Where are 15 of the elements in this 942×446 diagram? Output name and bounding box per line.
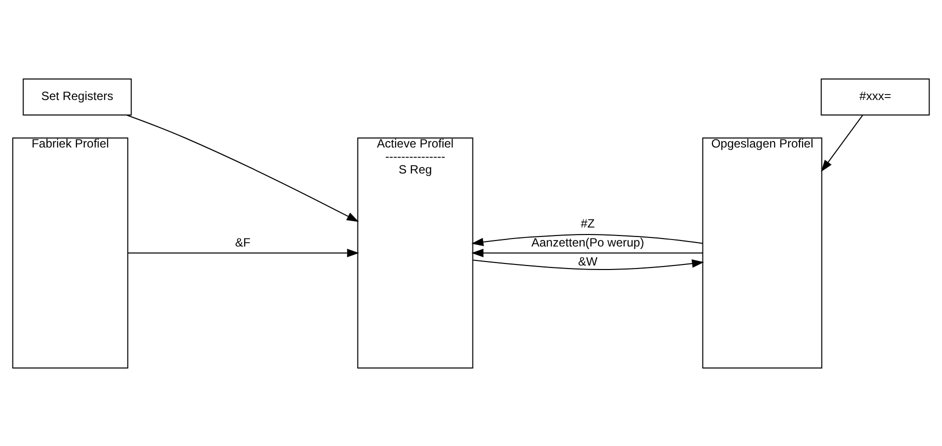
arrow — [128, 248, 360, 257]
edge-label: &W — [578, 254, 598, 268]
arrow — [472, 258, 704, 270]
arrow — [821, 114, 864, 172]
edge-label: #Z — [580, 216, 595, 230]
node-box: Fabriek Profiel — [12, 137, 128, 368]
node-box: Opgeslagen Profiel — [702, 137, 822, 368]
arrow — [471, 233, 704, 246]
arrow — [471, 248, 704, 257]
arrow — [126, 114, 359, 222]
edge-label: Aanzetten(Po werup) — [531, 235, 644, 250]
node-box: #xxx= — [820, 78, 930, 115]
edge-label: &F — [235, 235, 250, 250]
node-box: Actieve Profiel --------------- S Reg — [357, 137, 474, 368]
node-box: Set Registers — [22, 78, 132, 115]
